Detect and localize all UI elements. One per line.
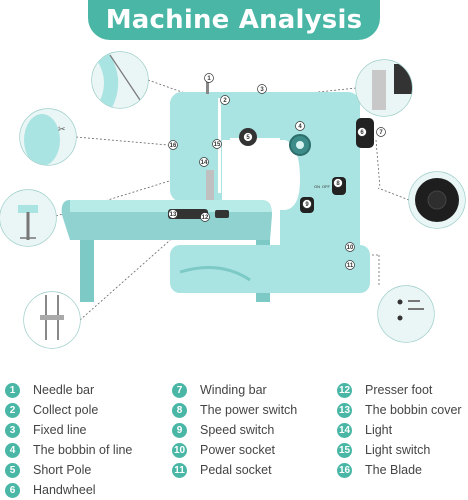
legend-number: 2 — [5, 402, 20, 418]
title-banner: Machine Analysis — [88, 0, 380, 40]
legend-label: Presser foot — [365, 383, 433, 397]
legend-label: Winding bar — [200, 383, 267, 397]
legend-label: Handwheel — [33, 483, 96, 497]
legend-number: 7 — [172, 382, 187, 398]
legend-item: 8 The power switch — [172, 400, 297, 420]
marker-2-label: 2 — [223, 98, 227, 104]
legend-label: Pedal socket — [200, 463, 272, 477]
callout-blade: ✂ — [19, 108, 77, 166]
legend-number: 12 — [337, 382, 352, 398]
legend-number: 3 — [5, 422, 20, 438]
legend-number: 4 — [5, 442, 20, 458]
marker-14-label: 14 — [201, 160, 208, 166]
marker-6: 6 — [357, 127, 367, 137]
marker-4: 4 — [295, 121, 305, 131]
marker-1: 1 — [204, 73, 214, 83]
marker-12-label: 12 — [202, 215, 209, 221]
legend-number: 1 — [5, 382, 20, 398]
marker-11: 11 — [345, 260, 355, 270]
legend-label: Fixed line — [33, 423, 87, 437]
svg-text:OFF: OFF — [322, 184, 331, 189]
legend-label: Needle bar — [33, 383, 95, 397]
legend-item: 12 Presser foot — [337, 380, 462, 400]
marker-5: 5 — [243, 132, 253, 142]
callout-needle-closeup — [23, 291, 81, 349]
legend-item: 16 The Blade — [337, 460, 462, 480]
legend-label: Light — [365, 423, 393, 437]
legend-label: The power switch — [200, 403, 298, 417]
marker-5-label: 5 — [246, 135, 250, 141]
legend-item: 1 Needle bar — [5, 380, 132, 400]
legend-item: 13 The bobbin cover — [337, 400, 462, 420]
marker-10: 10 — [345, 242, 355, 252]
legend-label: Power socket — [200, 443, 276, 457]
legend-label: Light switch — [365, 443, 431, 457]
marker-11-label: 11 — [347, 263, 354, 269]
legend-item: 15 Light switch — [337, 440, 462, 460]
marker-1-label: 1 — [207, 76, 211, 82]
legend-column-2: 7 Winding bar 8 The power switch 9 Speed sw… — [172, 380, 297, 480]
callout-needle-bar — [91, 51, 149, 109]
legend-item: 5 Short Pole — [5, 460, 132, 480]
legend-number: 5 — [5, 462, 20, 478]
marker-16: 16 — [168, 140, 178, 150]
legend-item: 3 Fixed line — [5, 420, 132, 440]
legend-item: 4 The bobbin of line — [5, 440, 132, 460]
sewing-machine: ON OFF — [61, 74, 374, 302]
marker-15-label: 15 — [214, 142, 221, 148]
machine-diagram: ON OFF ✂ — [0, 51, 466, 349]
legend-label: The Blade — [365, 463, 422, 477]
legend-number: 14 — [337, 422, 352, 438]
legend-number: 15 — [337, 442, 352, 458]
legend-label: The bobbin cover — [365, 403, 462, 417]
legend-item: 9 Speed switch — [172, 420, 297, 440]
marker-7-label: 7 — [379, 130, 383, 136]
marker-14: 14 — [199, 157, 209, 167]
legend-label: Speed switch — [200, 423, 275, 437]
marker-13: 13 — [168, 209, 178, 219]
marker-13-label: 13 — [170, 212, 177, 218]
diagram-markers: 1 2 3 4 5 6 7 8 9 10 11 12 13 14 15 16 — [168, 73, 386, 270]
callout-presser-foot — [0, 189, 57, 247]
marker-8-label: 8 — [336, 181, 340, 187]
legend-item: 11 Pedal socket — [172, 460, 297, 480]
callout-collect-pole — [355, 59, 413, 117]
legend-item: 14 Light — [337, 420, 462, 440]
marker-12: 12 — [200, 212, 210, 222]
marker-9: 9 — [302, 199, 312, 209]
legend-number: 10 — [172, 442, 187, 458]
marker-3-label: 3 — [260, 87, 264, 93]
marker-7: 7 — [376, 127, 386, 137]
legend-number: 13 — [337, 402, 352, 418]
marker-10-label: 10 — [347, 245, 354, 251]
marker-6-label: 6 — [360, 130, 364, 136]
legend-item: 10 Power socket — [172, 440, 297, 460]
callout-power-socket — [377, 285, 435, 343]
legend-label: Short Pole — [33, 463, 92, 477]
marker-8: 8 — [333, 178, 343, 188]
legend-number: 6 — [5, 482, 20, 498]
marker-9-label: 9 — [305, 202, 309, 208]
marker-16-label: 16 — [170, 143, 177, 149]
legend-number: 16 — [337, 462, 352, 478]
legend-item: 6 Handwheel — [5, 480, 132, 500]
svg-text:ON: ON — [314, 184, 320, 189]
scissors-icon: ✂ — [58, 125, 66, 135]
legend-number: 8 — [172, 402, 187, 418]
legend-label: Collect pole — [33, 403, 99, 417]
marker-3: 3 — [257, 84, 267, 94]
callout-handwheel — [408, 171, 466, 229]
page-title: Machine Analysis — [105, 5, 363, 35]
legend-label: The bobbin of line — [33, 443, 133, 457]
legend-number: 11 — [172, 462, 187, 478]
marker-15: 15 — [212, 139, 222, 149]
legend-item: 2 Collect pole — [5, 400, 132, 420]
marker-2: 2 — [220, 95, 230, 105]
legend-item: 7 Winding bar — [172, 380, 297, 400]
legend-number: 9 — [172, 422, 187, 438]
marker-4-label: 4 — [298, 124, 302, 130]
